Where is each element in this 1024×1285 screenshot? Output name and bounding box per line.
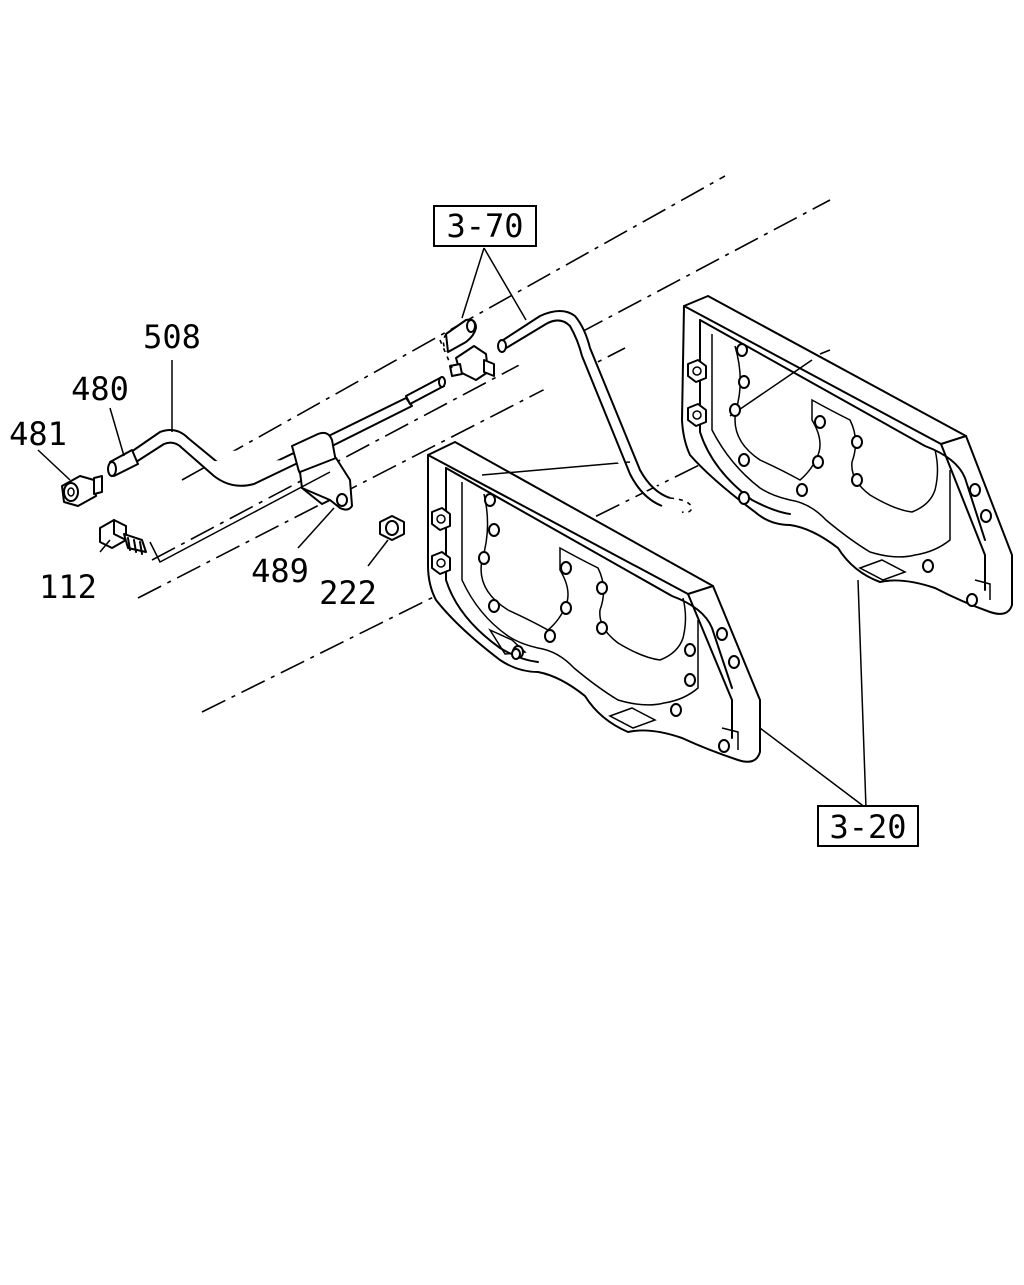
part-number-489[interactable]: 489 (251, 552, 309, 590)
leader-lines (37, 247, 867, 809)
bolt-112 (99, 519, 147, 555)
part-number-112[interactable]: 112 (39, 568, 97, 606)
clamp-bracket (291, 431, 353, 511)
reference-box-3-20[interactable]: 3-20 (817, 805, 919, 847)
part-number-222[interactable]: 222 (319, 574, 377, 612)
part-number-480[interactable]: 480 (71, 370, 129, 408)
return-hose (497, 310, 693, 514)
front-plate-stud-upper (431, 507, 451, 531)
nut-222 (379, 515, 405, 541)
reference-label-3-70: 3-70 (446, 207, 523, 245)
part-number-508[interactable]: 508 (143, 318, 201, 356)
rear-plate-stud-lower (687, 403, 707, 427)
part-number-481[interactable]: 481 (9, 415, 67, 453)
rear-cover-plate (681, 295, 1013, 615)
reference-label-3-20: 3-20 (829, 808, 906, 846)
front-cover-plate (427, 441, 761, 763)
reference-box-3-70[interactable]: 3-70 (433, 205, 537, 247)
front-plate-stud-lower (431, 551, 451, 575)
rear-plate-stud-upper (687, 359, 707, 383)
connector-481 (61, 475, 103, 507)
tee-union (439, 318, 495, 381)
